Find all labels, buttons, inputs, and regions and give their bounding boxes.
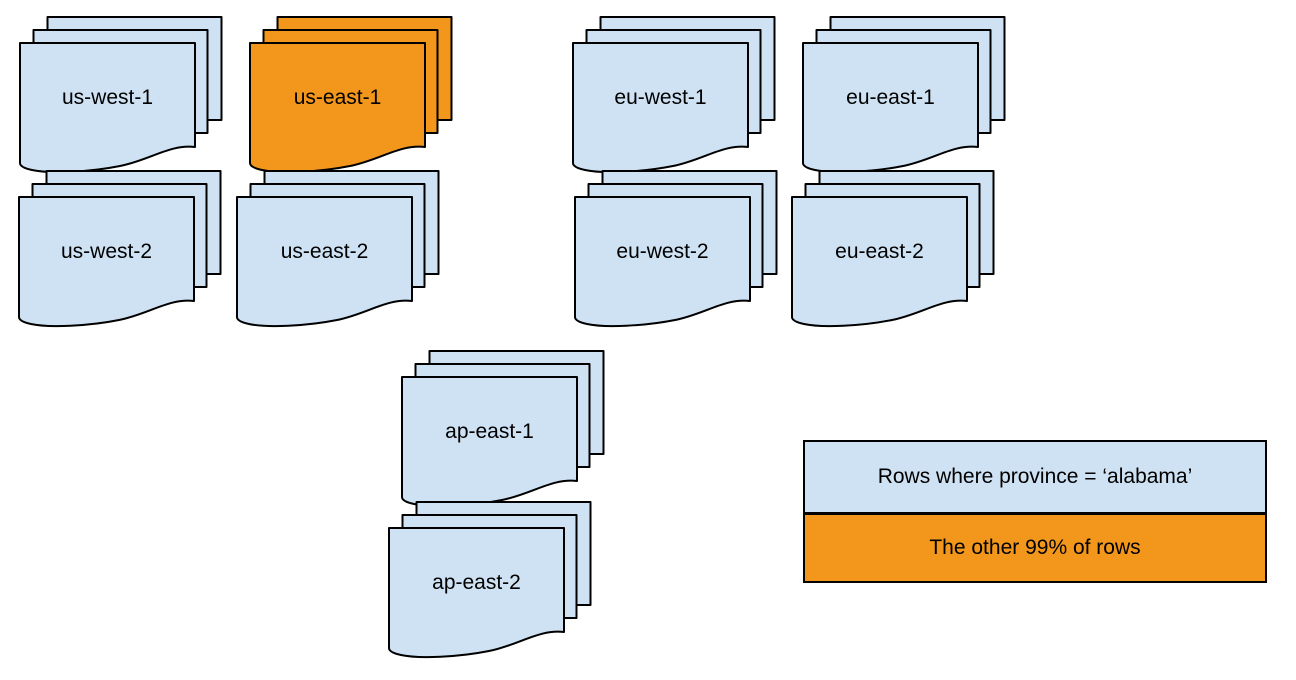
doc-stack-ap-east-1: ap-east-1 (401, 350, 607, 508)
document-stack-icon (572, 16, 776, 174)
doc-stack-eu-east-2: eu-east-2 (791, 170, 997, 328)
doc-stack-us-west-1: us-west-1 (19, 16, 225, 174)
legend: Rows where province = ‘alabama’ The othe… (803, 440, 1267, 583)
legend-item-label: The other 99% of rows (929, 536, 1141, 559)
document-stack-icon (19, 16, 223, 174)
document-stack-icon (791, 170, 995, 328)
doc-stack-ap-east-2: ap-east-2 (388, 501, 594, 659)
legend-item-other-rows: The other 99% of rows (805, 512, 1265, 581)
document-stack-icon (249, 16, 453, 174)
doc-stack-eu-west-2: eu-west-2 (574, 170, 780, 328)
document-stack-icon (236, 170, 440, 328)
document-stack-icon (388, 501, 592, 659)
document-stack-icon (802, 16, 1006, 174)
doc-stack-us-west-2: us-west-2 (18, 170, 224, 328)
document-stack-icon (401, 350, 605, 508)
legend-item-alabama-rows: Rows where province = ‘alabama’ (805, 442, 1265, 512)
doc-stack-us-east-1: us-east-1 (249, 16, 455, 174)
doc-stack-us-east-2: us-east-2 (236, 170, 442, 328)
doc-stack-eu-east-1: eu-east-1 (802, 16, 1008, 174)
document-stack-icon (18, 170, 222, 328)
doc-stack-eu-west-1: eu-west-1 (572, 16, 778, 174)
legend-item-label: Rows where province = ‘alabama’ (877, 465, 1193, 488)
document-stack-icon (574, 170, 778, 328)
